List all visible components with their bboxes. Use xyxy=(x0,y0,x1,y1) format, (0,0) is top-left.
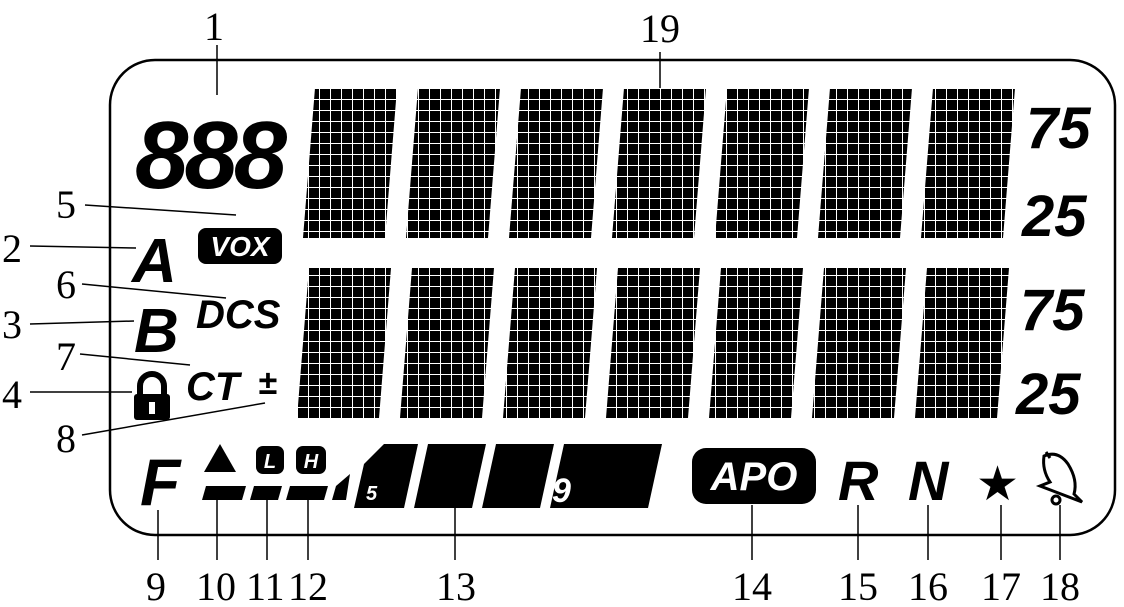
signal-bar-3 xyxy=(286,486,328,500)
callout-19: 19 xyxy=(640,6,680,51)
step-top-upper: 75 xyxy=(1026,96,1091,161)
callout-9: 9 xyxy=(146,564,166,607)
callout-18: 18 xyxy=(1040,564,1080,607)
signal-bar-1 xyxy=(202,486,246,500)
leader-lines xyxy=(29,45,1061,560)
band-a-indicator: A xyxy=(130,227,177,296)
ct-indicator: CT xyxy=(186,365,243,409)
step-digits: 75 25 75 25 xyxy=(1015,96,1091,427)
apo-badge xyxy=(692,448,816,504)
signal-bar-8 xyxy=(550,444,622,508)
dot-matrix-lower xyxy=(297,268,1009,418)
high-power-badge xyxy=(296,446,326,474)
dot-matrix-upper xyxy=(303,88,1015,238)
function-indicator: F xyxy=(140,445,182,519)
dcs-indicator: DCS xyxy=(196,293,281,337)
callout-4: 4 xyxy=(2,372,22,417)
reverse-indicator: R xyxy=(838,449,879,512)
step-bottom-upper: 25 xyxy=(1021,184,1087,249)
callout-3: 3 xyxy=(2,302,22,347)
signal-bar-2 xyxy=(250,486,282,500)
callout-2: 2 xyxy=(2,226,22,271)
callout-14: 14 xyxy=(732,564,772,607)
triangle-icon xyxy=(204,444,236,472)
callout-6: 6 xyxy=(56,262,76,307)
callout-15: 15 xyxy=(838,564,878,607)
lcd-frame xyxy=(108,58,1117,537)
callout-7: 7 xyxy=(56,334,76,379)
step-top-lower: 75 xyxy=(1020,278,1085,343)
signal-bar-5 xyxy=(354,444,418,508)
vox-badge xyxy=(198,228,282,264)
low-power-label: L xyxy=(264,451,276,473)
star-icon: ★ xyxy=(976,456,1019,512)
apo-label: APO xyxy=(710,455,798,499)
callout-1: 1 xyxy=(204,4,224,49)
callout-11: 11 xyxy=(246,564,285,607)
signal-bar-4 xyxy=(332,474,350,500)
high-power-label: H xyxy=(304,451,319,473)
signal-label-9: 9 xyxy=(552,472,571,510)
channel-digits: 888 xyxy=(135,102,288,209)
callout-8: 8 xyxy=(56,416,76,461)
callout-12: 12 xyxy=(288,564,328,607)
vox-label: VOX xyxy=(210,231,271,262)
signal-bar-7 xyxy=(482,444,554,508)
signal-bar-6 xyxy=(414,444,486,508)
signal-label-5: 5 xyxy=(366,483,378,505)
low-power-badge xyxy=(256,446,284,474)
bell-icon xyxy=(1035,451,1084,506)
callout-13: 13 xyxy=(436,564,476,607)
callout-16: 16 xyxy=(908,564,948,607)
step-bottom-lower: 25 xyxy=(1015,362,1081,427)
callout-numbers: 1 2 3 4 5 6 7 8 9 10 11 12 13 14 15 16 1… xyxy=(2,4,1080,607)
callout-5: 5 xyxy=(56,182,76,227)
signal-bar-9 xyxy=(604,444,662,508)
callout-10: 10 xyxy=(196,564,236,607)
narrow-indicator: N xyxy=(908,449,950,512)
lock-icon xyxy=(134,371,170,420)
callout-17: 17 xyxy=(981,564,1021,607)
band-b-indicator: B xyxy=(134,297,179,366)
offset-indicator: ± xyxy=(258,364,277,402)
signal-meter xyxy=(202,444,662,508)
